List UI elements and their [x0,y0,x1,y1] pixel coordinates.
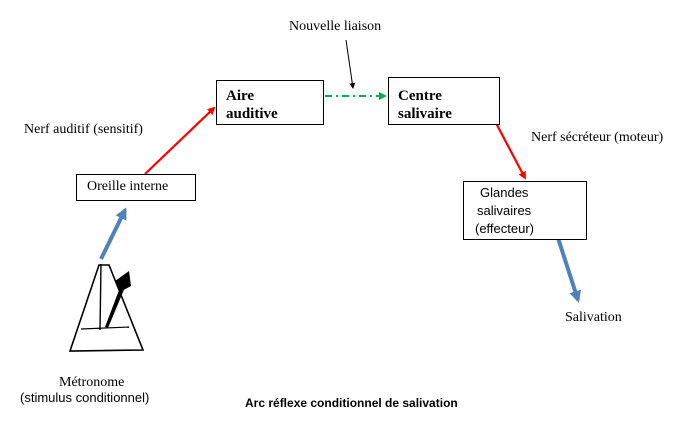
metronome-sublabel: (stimulus conditionnel) [20,390,150,405]
glandes-salivaires-label-line1: Glandes [480,185,529,200]
glandes-salivaires-label-line3: (effecteur) [475,221,535,236]
centre-salivaire-box: Centre salivaire [388,77,500,125]
nerf-secreteur-label: Nerf sécréteur (moteur) [531,130,664,145]
glandes-salivaires-label-line2: salivaires [477,203,532,218]
centre-salivaire-label-line2: salivaire [398,106,452,122]
oreille-interne-label: Oreille interne [87,179,169,194]
aire-auditive-label-line1: Aire [226,88,255,104]
metronome-label: Métronome [59,375,125,390]
salivation-label: Salivation [565,310,622,325]
nerf-auditif-label: Nerf auditif (sensitif) [24,122,143,137]
aire-auditive-box: Aire auditive [216,80,324,125]
oreille-interne-box: Oreille interne [76,174,196,201]
nerf-auditif-arrow [144,106,216,175]
metronome-icon [68,263,145,352]
centre-salivaire-label-line1: Centre [398,88,442,104]
nouvelle-liaison-pointer [345,39,356,89]
metronome-stimulus-arrow [99,207,127,260]
diagram-caption: Arc réflexe conditionnel de salivation [245,396,458,410]
aire-auditive-label-line2: auditive [226,106,278,122]
nouvelle-liaison-label: Nouvelle liaison [289,19,382,34]
glandes-salivaires-box: Glandes salivaires (effecteur) [463,181,587,240]
